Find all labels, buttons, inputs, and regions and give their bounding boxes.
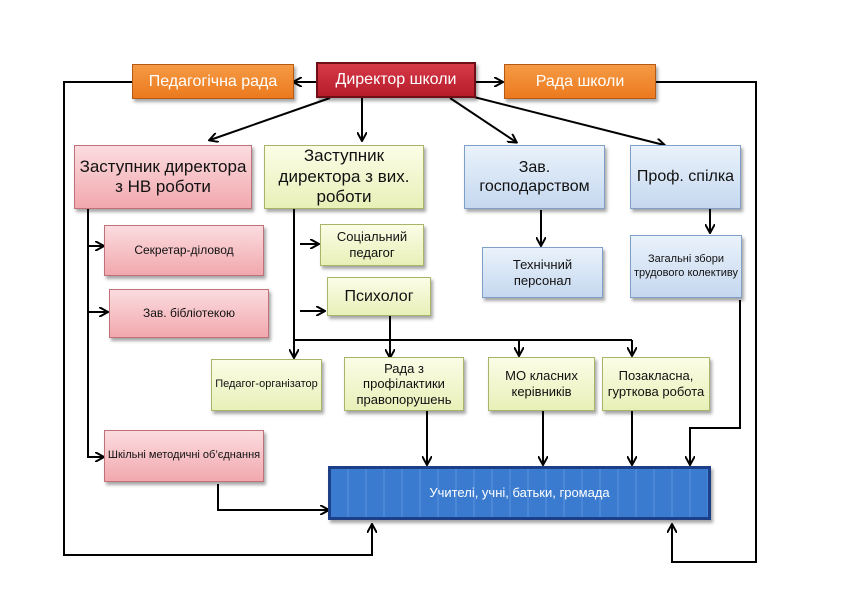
deputy-upbr-label: Заступник директора з вих. роботи [278, 146, 410, 207]
school-council-label: Рада школи [535, 72, 625, 90]
head-household-box[interactable]: Зав. господарством [464, 145, 605, 209]
community-label: Учителі, учні, батьки, громада [429, 485, 610, 501]
trade-union-label: Проф. спілка [636, 168, 735, 186]
head-household-label: Зав. господарством [479, 158, 590, 195]
class-teachers-mo-box[interactable]: МО класних керівників [488, 357, 595, 411]
edge-ped-council-community [63, 81, 372, 556]
method-unions-label: Шкільні методичні об’єднання [107, 449, 261, 462]
edge-method-unions-community [217, 484, 328, 510]
prevention-council-label: Рада з профілактики правопорушень [356, 360, 452, 407]
method-unions-box[interactable]: Шкільні методичні об’єднання [104, 430, 264, 482]
organizer-box[interactable]: Педагог-організатор [211, 359, 322, 411]
librarian-label: Зав. бібліотекою [142, 306, 235, 321]
tech-staff-box[interactable]: Технічний персонал [482, 247, 603, 298]
secretary-label: Секретар-діловод [134, 243, 234, 258]
edge-school-council-community [656, 81, 757, 563]
extracurricular-box[interactable]: Позакласна, гурткова робота [602, 357, 710, 411]
edge-meeting-community [690, 300, 741, 464]
edge-director-head-household [449, 97, 516, 142]
school-council-box[interactable]: Рада школи [504, 64, 656, 99]
social-teacher-box[interactable]: Соціальний педагог [320, 224, 424, 266]
director-box[interactable]: Директор школи [316, 62, 476, 98]
trade-union-box[interactable]: Проф. спілка [630, 145, 741, 209]
ped-council-label: Педагогічна рада [148, 72, 278, 90]
extracurricular-label: Позакласна, гурткова робота [607, 368, 705, 399]
secretary-box[interactable]: Секретар-діловод [104, 225, 264, 276]
community-box[interactable]: Учителі, учні, батьки, громада [328, 466, 711, 520]
social-teacher-label: Соціальний педагог [336, 229, 408, 260]
deputy-edu-box[interactable]: Заступник директора з НВ роботи [74, 145, 252, 209]
psychologist-label: Психолог [344, 287, 414, 305]
edge-director-trade-union [469, 95, 664, 145]
ped-council-box[interactable]: Педагогічна рада [132, 64, 294, 99]
deputy-upbr-box[interactable]: Заступник директора з вих. роботи [264, 145, 424, 209]
class-teachers-mo-label: МО класних керівників [505, 368, 578, 399]
psychologist-box[interactable]: Психолог [327, 277, 431, 316]
deputy-edu-label: Заступник директора з НВ роботи [79, 156, 247, 196]
organizer-label: Педагог-організатор [215, 378, 318, 391]
prevention-council-box[interactable]: Рада з профілактики правопорушень [344, 357, 464, 411]
general-meeting-label: Загальні збори трудового колективу [633, 253, 739, 279]
tech-staff-label: Технічний персонал [512, 256, 573, 288]
edge-director-deputy-edu [210, 97, 331, 140]
general-meeting-box[interactable]: Загальні збори трудового колективу [630, 235, 742, 298]
librarian-box[interactable]: Зав. бібліотекою [109, 289, 269, 338]
director-label: Директор школи [335, 71, 457, 89]
